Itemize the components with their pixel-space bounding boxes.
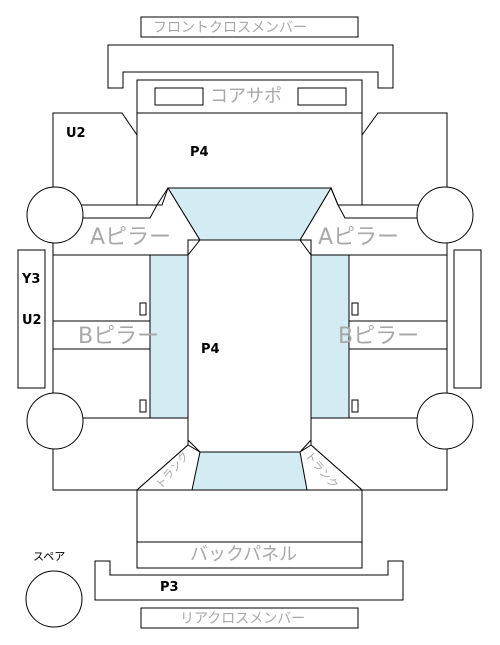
left-rear-door-handle: [139, 399, 147, 413]
left-side-mark-u2: U2: [22, 313, 42, 328]
a-pillar-right-label: Aピラー: [318, 225, 400, 250]
rear-cross-member[interactable]: [94, 560, 404, 601]
right-side-window[interactable]: [310, 254, 350, 419]
right-side-sill[interactable]: [453, 249, 482, 389]
left-side-mark-y3: Y3: [22, 272, 41, 287]
back-panel-label: バックパネル: [190, 544, 298, 565]
roof-mark: P4: [201, 342, 220, 357]
core-support-left-slot: [154, 87, 204, 106]
a-pillar-left-label: Aピラー: [90, 225, 172, 250]
spare-label: スペア: [33, 550, 66, 563]
left-side-sill[interactable]: [17, 249, 46, 389]
right-front-door-handle: [351, 302, 359, 316]
hood-mark: P4: [190, 145, 209, 160]
right-front-fender[interactable]: [361, 112, 448, 206]
front-left-wheel[interactable]: [26, 186, 84, 244]
rear-left-wheel[interactable]: [26, 392, 84, 450]
rear-cross-member-label: リアクロスメンバー: [180, 611, 306, 627]
front-cross-member-label: フロントクロスメンバー: [153, 20, 307, 36]
right-trunk-side[interactable]: [299, 444, 364, 491]
core-support-right-slot: [297, 87, 347, 106]
rear-window[interactable]: [191, 451, 308, 491]
front-cross-member[interactable]: [107, 44, 394, 89]
b-pillar-left-label: Bピラー: [78, 324, 160, 349]
left-trunk-side[interactable]: [135, 444, 201, 491]
right-rear-door-handle: [351, 399, 359, 413]
core-support-label: コアサポ: [210, 86, 282, 107]
b-pillar-right-label: Bピラー: [338, 324, 420, 349]
left-front-door-handle: [139, 302, 147, 316]
rear-right-wheel[interactable]: [416, 392, 474, 450]
windshield[interactable]: [167, 187, 332, 241]
left-side-window[interactable]: [149, 254, 189, 419]
front-left-mark: U2: [66, 126, 86, 141]
front-cross-member-box: [140, 16, 359, 38]
rear-cross-member-box: [140, 607, 359, 629]
spare-tire[interactable]: [25, 570, 83, 628]
rear-mark: P3: [160, 580, 179, 595]
front-right-wheel[interactable]: [416, 186, 474, 244]
